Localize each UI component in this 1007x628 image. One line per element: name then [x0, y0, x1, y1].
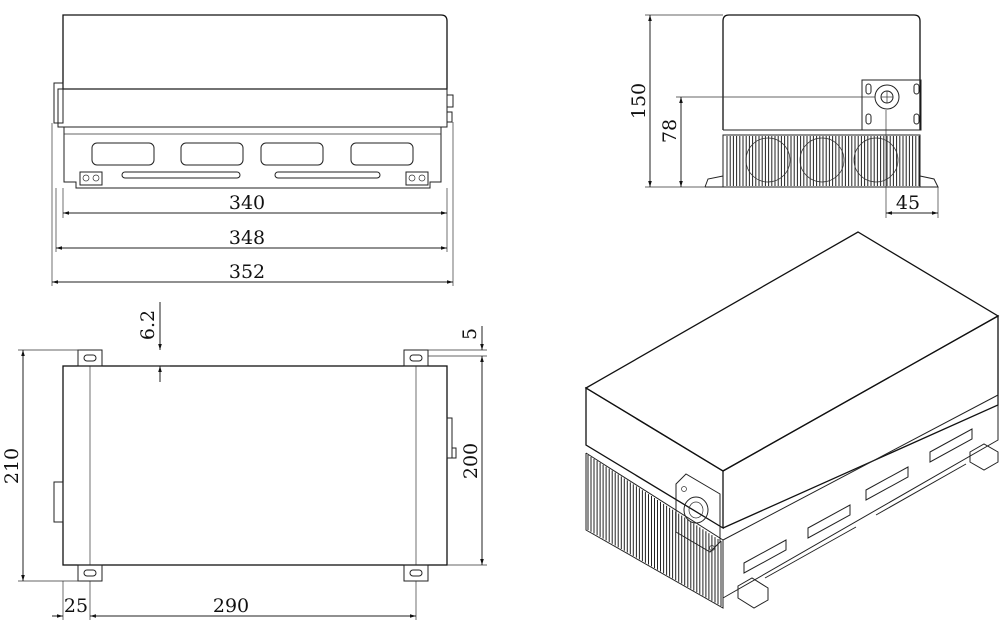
dim-25-label: 25 [64, 595, 88, 617]
dim-200-label: 200 [460, 443, 482, 479]
dim-352-label: 352 [229, 261, 265, 283]
dim-5-label: 5 [459, 328, 481, 340]
front-view: 340 348 352 [51, 14, 454, 286]
dim-340-label: 340 [229, 192, 265, 214]
dim-6-2-label: 6.2 [137, 310, 159, 340]
top-view: 6.2 5 210 200 25 290 [1, 302, 487, 620]
side-view: 150 78 45 [628, 14, 939, 218]
dim-348-label: 348 [229, 227, 265, 249]
dim-290-label: 290 [213, 595, 249, 617]
dim-210-label: 210 [1, 448, 23, 484]
dim-45-label: 45 [896, 192, 920, 214]
isometric-view [584, 231, 1000, 609]
dim-78-label: 78 [659, 119, 681, 143]
dim-150-label: 150 [628, 83, 650, 119]
